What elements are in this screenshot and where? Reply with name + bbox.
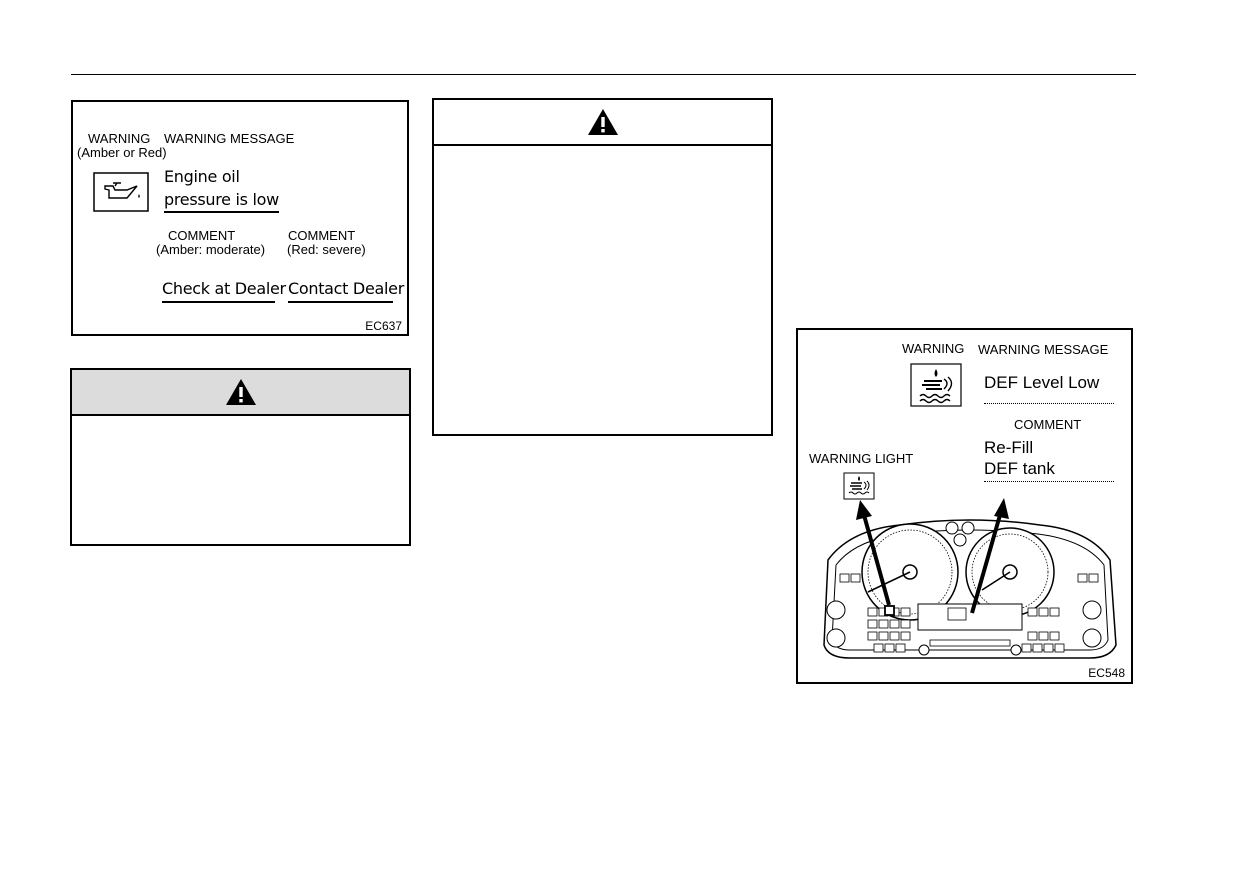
figure-code: EC637 — [365, 319, 402, 333]
warning-box-middle — [432, 98, 773, 436]
warning-label: WARNING — [88, 131, 151, 146]
warning-color-note: (Amber or Red) — [77, 145, 167, 160]
warning-triangle-icon — [225, 379, 256, 405]
comment-label-amber: COMMENT — [168, 228, 236, 243]
warning-box-left — [70, 368, 411, 546]
message-line-2: pressure is low — [164, 190, 279, 213]
comment-label: COMMENT — [1014, 417, 1082, 432]
oil-warning-figure: WARNING (Amber or Red) WARNING MESSAGE E… — [71, 100, 409, 336]
warning-message-label: WARNING MESSAGE — [164, 131, 295, 146]
warning-message-label: WARNING MESSAGE — [978, 342, 1109, 357]
def-message: DEF Level Low — [984, 373, 1114, 404]
def-warning-figure: WARNING WARNING MESSAGE DEF Level Low CO… — [796, 328, 1133, 684]
pointer-arrows — [856, 498, 1009, 614]
comment-note-amber: (Amber: moderate) — [156, 242, 266, 257]
comment-note-red: (Red: severe) — [287, 242, 366, 257]
instrument-cluster-illustration — [823, 519, 1117, 659]
oil-can-icon — [93, 172, 149, 212]
warning-triangle-icon — [587, 109, 618, 135]
warning-light-label: WARNING LIGHT — [809, 451, 914, 466]
comment-line-1: Re-Fill — [984, 438, 1034, 457]
def-fluid-icon — [910, 363, 962, 407]
action-amber: Check at Dealer — [162, 279, 286, 303]
warning-box-header — [434, 100, 771, 146]
comment-line-2: DEF tank — [984, 459, 1114, 482]
message-line-1: Engine oil — [164, 167, 240, 186]
comment-label-red: COMMENT — [288, 228, 356, 243]
figure-code: EC548 — [1088, 666, 1125, 680]
def-warning-light-icon — [843, 472, 875, 500]
warning-label: WARNING — [902, 341, 965, 356]
page-top-rule — [71, 74, 1136, 75]
warning-box-header — [72, 370, 409, 416]
action-red: Contact Dealer — [288, 279, 404, 303]
